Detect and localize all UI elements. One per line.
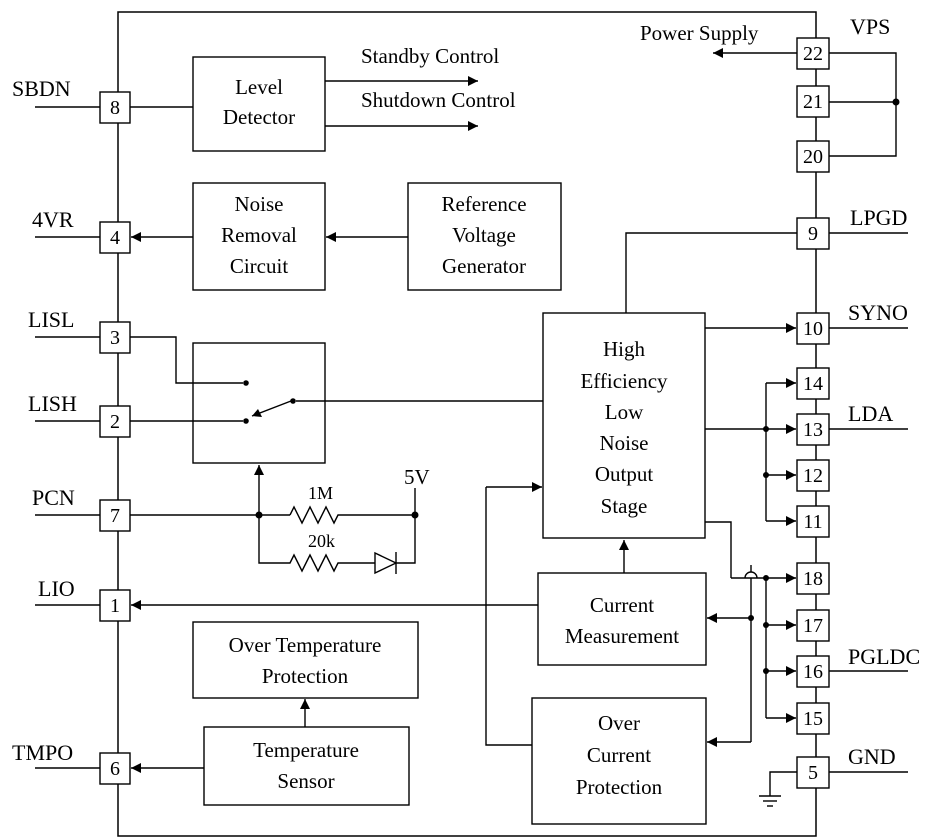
- noise-removal-line1: Noise: [235, 192, 284, 216]
- pin-num-6: 6: [110, 758, 120, 780]
- pin-num-15: 15: [803, 708, 823, 730]
- pin-label-syno: SYNO: [848, 300, 908, 325]
- level-detector-block: [192, 56, 326, 152]
- current-measurement-line2: Measurement: [565, 624, 679, 648]
- pin-label-lpgd: LPGD: [850, 205, 907, 230]
- pin-label-4vr: 4VR: [32, 207, 74, 232]
- current-measurement-block: [537, 572, 707, 666]
- pin-17: [796, 609, 830, 642]
- current-measurement-line1: Current: [590, 593, 654, 617]
- pin-num-2: 2: [110, 411, 120, 433]
- power-supply-label: Power Supply: [640, 21, 759, 45]
- left-pins: 8 SBDN 4 4VR 3 LISL 2 LISH 7 PCN 1 LIO 6…: [12, 76, 131, 785]
- noise-removal-line2: Removal: [221, 223, 297, 247]
- pin-num-22: 22: [803, 43, 823, 65]
- pin-label-sbdn: SBDN: [12, 76, 71, 101]
- resistor-20k-label: 20k: [308, 531, 335, 551]
- pin-15: [796, 702, 830, 735]
- over-current-line3: Protection: [576, 775, 663, 799]
- pin-label-lio: LIO: [38, 576, 75, 601]
- pin-4: [99, 221, 131, 254]
- over-temperature-line1: Over Temperature: [229, 633, 382, 657]
- standby-control-label: Standby Control: [361, 44, 499, 68]
- pin-label-gnd: GND: [848, 744, 896, 769]
- pin-num-9: 9: [808, 223, 818, 245]
- pin-16: [796, 655, 830, 688]
- pin-num-1: 1: [110, 595, 120, 617]
- input-switch-block: [192, 342, 326, 464]
- pin-num-12: 12: [803, 465, 823, 487]
- resistor-1m-label: 1M: [308, 483, 333, 503]
- temperature-sensor-line2: Sensor: [277, 769, 334, 793]
- pin-6: [99, 752, 131, 785]
- output-stage-line5: Output: [595, 462, 654, 486]
- output-stage-line1: High: [603, 337, 646, 361]
- pin-label-lda: LDA: [848, 401, 893, 426]
- pin-label-lish: LISH: [28, 391, 77, 416]
- pin-num-13: 13: [803, 419, 823, 441]
- temperature-sensor-line1: Temperature: [253, 738, 359, 762]
- over-current-line1: Over: [598, 711, 640, 735]
- pin-14: [796, 367, 830, 400]
- reference-voltage-block: [407, 182, 562, 291]
- over-temperature-block: [192, 621, 419, 699]
- over-current-block: [531, 697, 707, 825]
- level-detector-line1: Level: [235, 75, 283, 99]
- pin-label-pcn: PCN: [32, 485, 75, 510]
- level-detector-line2: Detector: [223, 105, 295, 129]
- pin-label-pgldc: PGLDC: [848, 644, 920, 669]
- output-stage-line4: Noise: [600, 431, 649, 455]
- pin-num-3: 3: [110, 327, 120, 349]
- noise-removal-line3: Circuit: [230, 254, 288, 278]
- pin-num-21: 21: [803, 91, 823, 113]
- pin-12: [796, 459, 830, 492]
- pin-label-lisl: LISL: [28, 307, 74, 332]
- pin-13: [796, 413, 830, 446]
- output-stage-block: [542, 312, 706, 539]
- ground-icon: [759, 771, 797, 807]
- output-stage-line3: Low: [605, 400, 644, 424]
- pin-label-vps: VPS: [850, 14, 890, 39]
- pin-num-10: 10: [803, 318, 823, 340]
- pin-num-16: 16: [803, 661, 823, 683]
- temperature-sensor-block: [203, 726, 410, 806]
- pin-21: [796, 85, 830, 118]
- pin-5: [796, 756, 830, 789]
- reference-voltage-line2: Voltage: [452, 223, 516, 247]
- right-pins: 22 VPS 21 20 9 LPGD 10 SYNO 14 13 LDA 12: [796, 14, 920, 789]
- pin-1: [99, 589, 131, 622]
- output-stage-line6: Stage: [601, 494, 648, 518]
- pin-num-20: 20: [803, 146, 823, 168]
- pin-label-tmpo: TMPO: [12, 740, 73, 765]
- shutdown-control-label: Shutdown Control: [361, 88, 516, 112]
- pin-9: [796, 217, 830, 250]
- pin-num-5: 5: [808, 762, 818, 784]
- over-temperature-line2: Protection: [262, 664, 349, 688]
- pin-num-8: 8: [110, 97, 120, 119]
- output-stage-line2: Efficiency: [580, 369, 668, 393]
- reference-voltage-line1: Reference: [441, 192, 526, 216]
- five-volt-label: 5V: [404, 465, 430, 489]
- over-current-line2: Current: [587, 743, 651, 767]
- pin-8: [99, 91, 131, 124]
- pin-num-17: 17: [803, 615, 823, 637]
- pin-num-18: 18: [803, 568, 823, 590]
- pin-18: [796, 562, 830, 595]
- pin-num-7: 7: [110, 505, 120, 527]
- pin-20: [796, 140, 830, 173]
- pin-10: [796, 312, 830, 345]
- pin-num-11: 11: [803, 511, 822, 533]
- pin-7: [99, 499, 131, 532]
- pin-num-14: 14: [803, 373, 823, 395]
- pin-num-4: 4: [110, 227, 120, 249]
- reference-voltage-line3: Generator: [442, 254, 526, 278]
- noise-removal-block: [192, 182, 326, 291]
- pin-11: [796, 505, 830, 538]
